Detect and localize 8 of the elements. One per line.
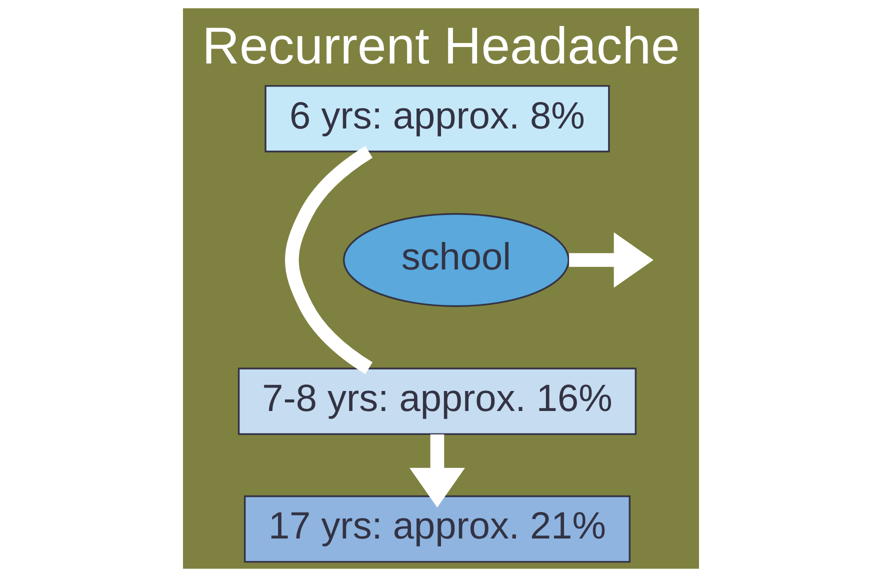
connector bbox=[284, 146, 372, 374]
node-box: 17 yrs: approx. 21% bbox=[243, 495, 630, 563]
node-box: 6 yrs: approx. 8% bbox=[264, 85, 610, 152]
arrow bbox=[568, 232, 653, 288]
diagram-title: Recurrent Headache bbox=[202, 16, 680, 75]
node-box: 7-8 yrs: approx. 16% bbox=[237, 368, 636, 435]
node-ellipse: school bbox=[342, 213, 569, 308]
arrow bbox=[408, 434, 464, 508]
